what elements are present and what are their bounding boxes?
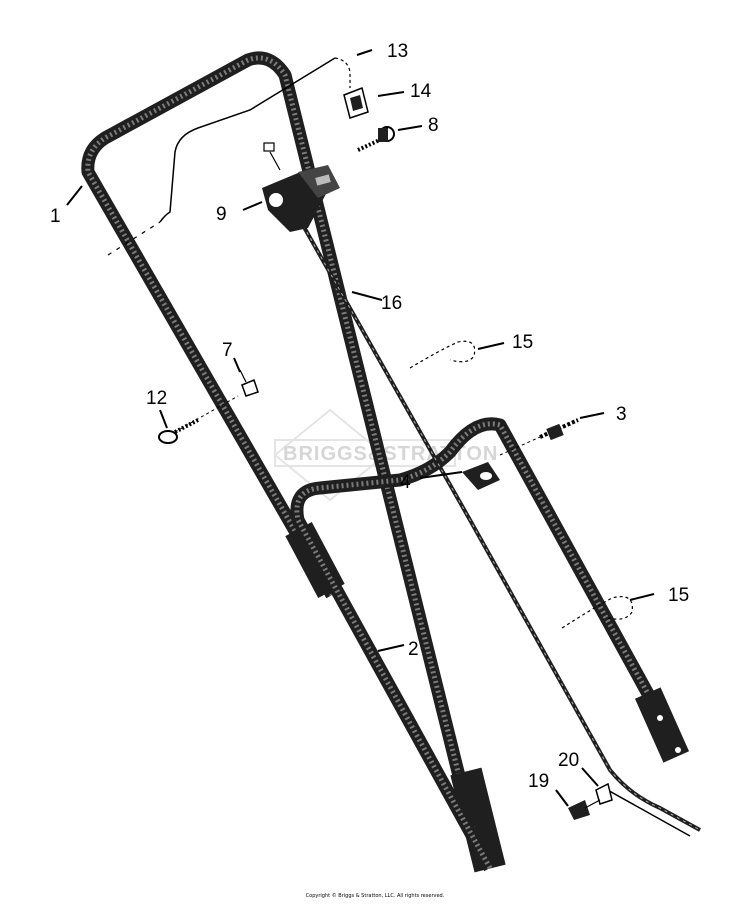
callout-9: 9 <box>216 204 227 225</box>
callout-7: 7 <box>222 340 233 361</box>
watermark-text: BRIGGS&STRATTON <box>283 443 498 465</box>
knob-7 <box>239 369 259 397</box>
callout-13: 13 <box>387 41 408 62</box>
cable-hardware-19-20 <box>568 782 613 820</box>
copyright-notice: Copyright © Briggs & Stratton, LLC. All … <box>305 893 445 899</box>
cable-tie-lower <box>561 596 633 629</box>
callout-15-upper: 15 <box>512 332 533 353</box>
callout-20: 20 <box>558 750 579 771</box>
callout-8: 8 <box>428 115 439 136</box>
callout-15-lower: 15 <box>668 585 689 606</box>
lower-handle <box>290 417 690 872</box>
handle-panel <box>107 57 336 256</box>
cable-clip <box>334 57 369 119</box>
bolt-12 <box>158 395 239 444</box>
bolt-8 <box>357 126 395 152</box>
callout-16: 16 <box>381 293 402 314</box>
control-cable <box>298 219 701 837</box>
callouts: 1 2 3 4 7 8 9 12 13 14 15 15 16 19 20 <box>50 41 689 792</box>
callout-2: 2 <box>408 639 419 660</box>
callout-leaders <box>66 49 655 807</box>
callout-14: 14 <box>410 81 432 102</box>
callout-19: 19 <box>528 771 549 792</box>
cable-tie-upper <box>409 340 476 369</box>
bolt-3 <box>499 418 579 456</box>
callout-3: 3 <box>616 404 627 425</box>
callout-1: 1 <box>50 206 61 227</box>
engine-control-assembly <box>262 142 340 232</box>
cable-guide <box>462 462 500 490</box>
callout-4: 4 <box>400 472 411 493</box>
callout-12: 12 <box>146 388 167 409</box>
